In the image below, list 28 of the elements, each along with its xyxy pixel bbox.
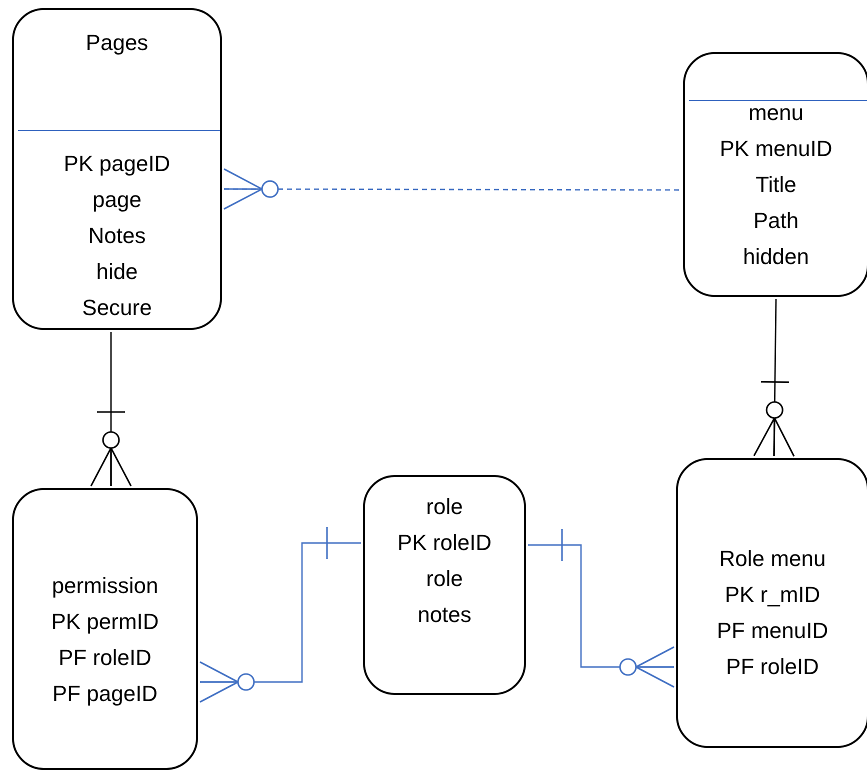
entity-box — [676, 458, 867, 748]
attribute-text: Secure — [82, 294, 152, 322]
entity-name: permission — [52, 572, 158, 600]
attribute-text: PK permID — [51, 608, 159, 636]
entity-name: menu — [748, 99, 804, 127]
entity-name: role — [426, 493, 463, 521]
attribute-text: Title — [756, 171, 796, 199]
attribute-text: PK r_mID — [724, 581, 820, 609]
entity-box — [363, 475, 526, 695]
attribute-text: PF roleID — [726, 653, 819, 681]
entity-box — [12, 8, 222, 330]
attribute-text: PF menuID — [716, 617, 828, 645]
attribute-text: hidden — [742, 243, 810, 271]
attribute-text: PK menuID — [720, 135, 832, 163]
entity-box — [12, 488, 198, 770]
attribute-text: Path — [753, 207, 799, 235]
entity-name: Pages — [86, 29, 148, 57]
entity-box — [683, 52, 867, 297]
attribute-text: Notes — [88, 222, 146, 250]
entity-name: Role menu — [719, 545, 826, 573]
attribute-text: page — [92, 186, 142, 214]
attribute-text: PK roleID — [397, 529, 492, 557]
attribute-text: hide — [96, 258, 138, 286]
attribute-text: role — [426, 565, 463, 593]
attribute-text: notes — [418, 601, 472, 629]
attribute-text: PF roleID — [58, 644, 152, 672]
attribute-text: PF pageID — [52, 680, 158, 708]
attribute-text: PK pageID — [64, 150, 170, 178]
